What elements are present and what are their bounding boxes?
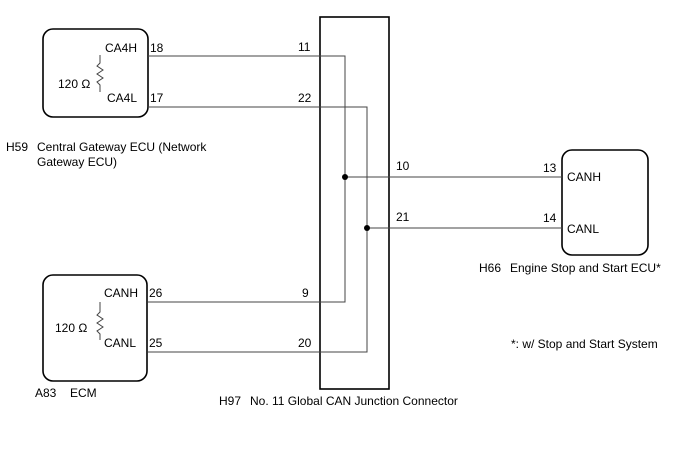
junction-name: No. 11 Global CAN Junction Connector [250,394,458,408]
junction-pin-22: 22 [298,91,312,105]
ecm-pin-low-number: 25 [149,336,163,350]
gateway-pin-high-label: CA4H [105,41,137,55]
central-gateway-ecu-box [42,28,149,118]
engine-ss-name: Engine Stop and Start ECU* [510,261,661,275]
footnote: *: w/ Stop and Start System [511,337,658,351]
engine-ss-connector-code: H66 [479,261,501,275]
gateway-name-line1: Central Gateway ECU (Network [37,140,207,154]
junction-pin-21: 21 [396,210,410,224]
gateway-resistor-icon [96,55,104,92]
ecm-connector-code: A83 [35,386,57,400]
gateway-connector-code: H59 [6,140,28,154]
engine-ss-pin-high-label: CANH [567,170,601,184]
engine-ss-pin-low-label: CANL [567,222,599,236]
ecm-resistor-icon [96,302,104,340]
gateway-pin-low-label: CA4L [107,91,137,105]
can-high-wire [148,55,346,303]
junction-pin-20: 20 [298,336,312,350]
gateway-pin-high-number: 18 [150,41,164,55]
ecm-resistor-value: 120 Ω [55,321,87,335]
junction-pin-9: 9 [302,286,309,300]
ecm-box [42,274,148,382]
junction-pin-10: 10 [396,159,410,173]
junction-pin-11: 11 [298,40,311,54]
splice-high-dot [342,174,348,180]
junction-connector-code: H97 [219,394,241,408]
gateway-resistor-value: 120 Ω [58,77,90,91]
engine-ss-pin-high-number: 13 [543,161,557,175]
ecm-pin-high-number: 26 [149,286,163,300]
gateway-name-line2: Gateway ECU) [37,155,117,169]
ecm-pin-high-label: CANH [104,286,138,300]
engine-stop-start-ecu-box [561,149,649,256]
ecm-pin-low-label: CANL [104,336,136,350]
junction-connector-box [319,16,390,390]
gateway-pin-low-number: 17 [150,91,164,105]
engine-ss-pin-low-number: 14 [543,211,557,225]
ecm-name: ECM [70,386,97,400]
splice-low-dot [364,225,370,231]
